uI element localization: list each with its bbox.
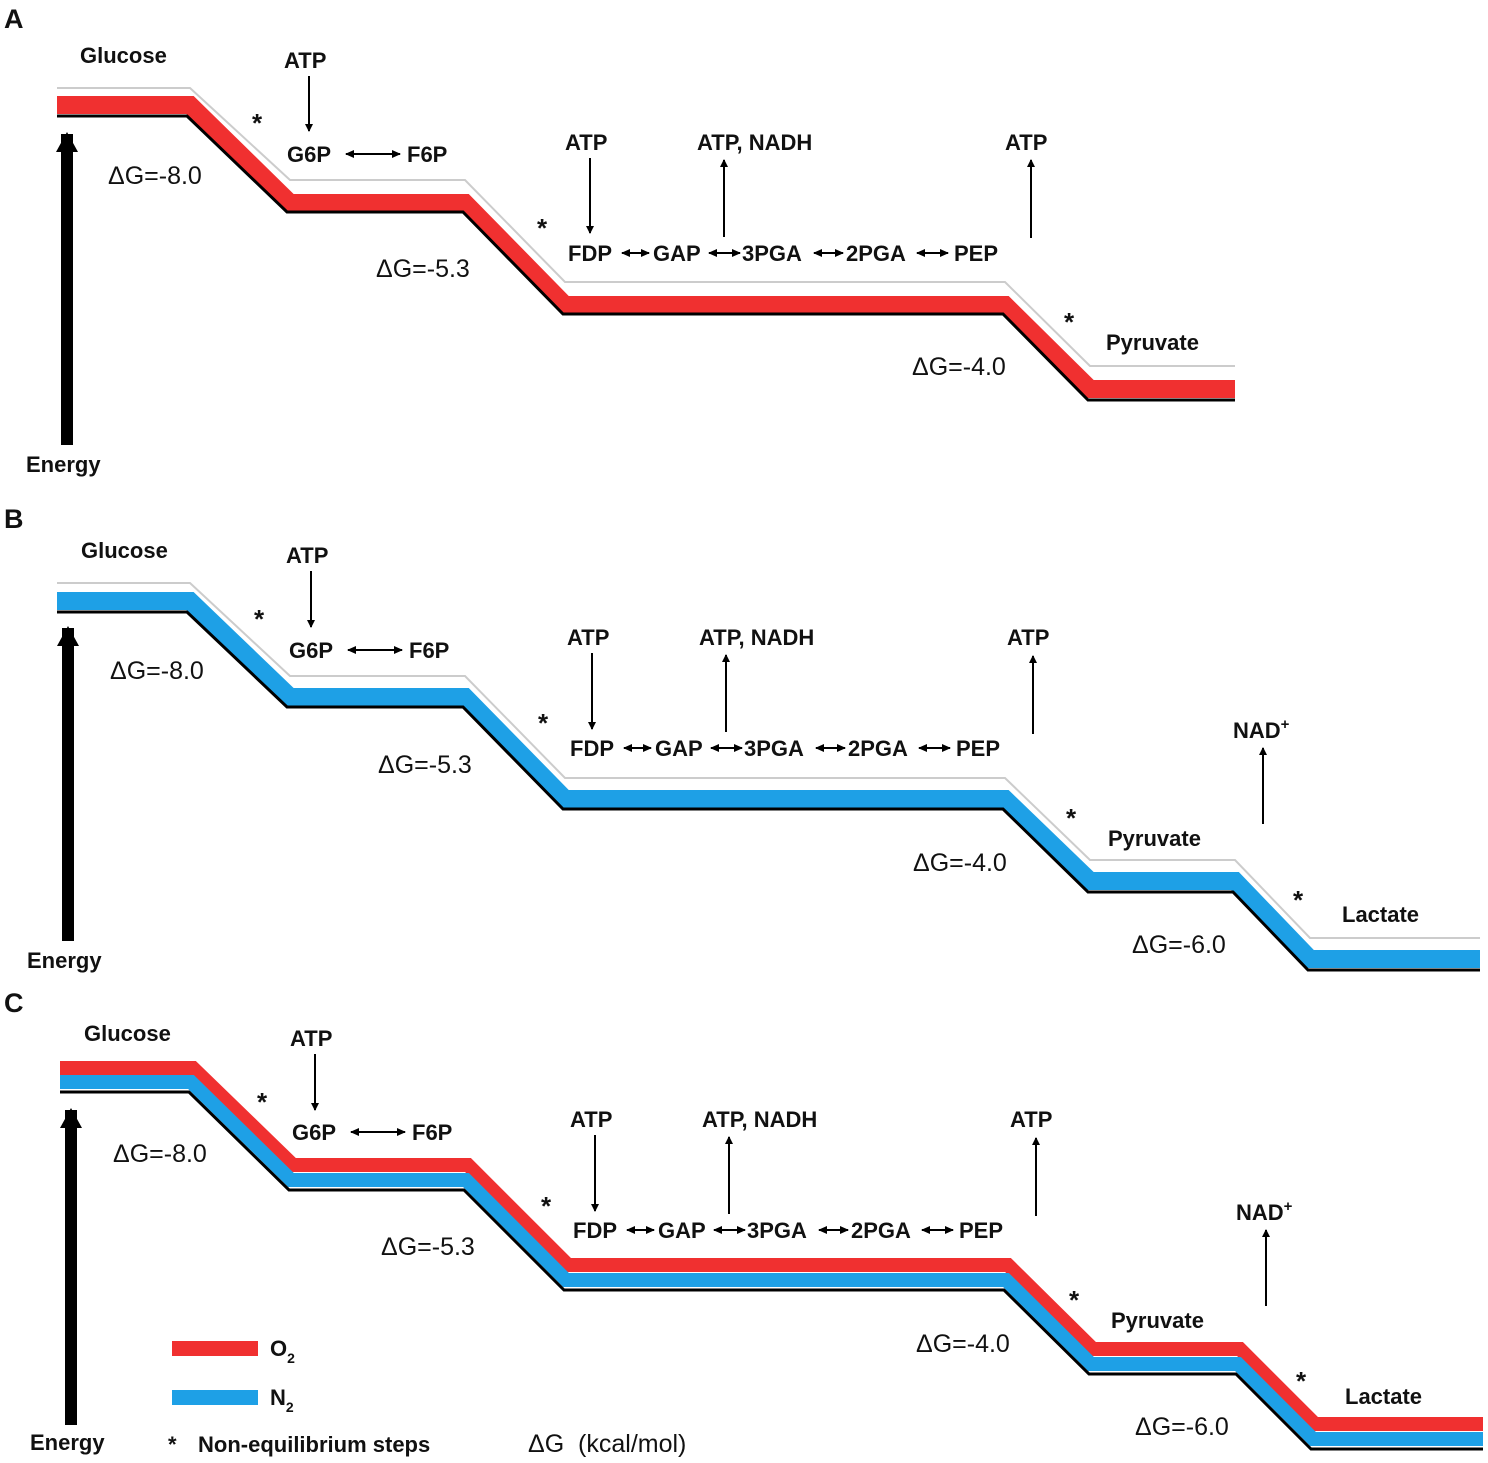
- pep-label: PEP: [954, 241, 998, 266]
- panel-b: B Energy Glucose ATP * G6P F6P ΔG=-8.0 A…: [4, 504, 1480, 973]
- pep-label: PEP: [959, 1218, 1003, 1243]
- delta-g-label: ΔG=-8.0: [110, 657, 204, 685]
- 2pga-label: 2PGA: [851, 1218, 911, 1243]
- 3pga-label: 3PGA: [742, 241, 802, 266]
- legend-swatch-o2: [172, 1341, 258, 1356]
- legend-swatch-n2: [172, 1390, 258, 1405]
- energy-staircase-combined: [60, 1061, 1483, 1451]
- pyruvate-label: Pyruvate: [1108, 826, 1201, 851]
- fdp-label: FDP: [568, 241, 612, 266]
- energy-label: Energy: [27, 948, 102, 973]
- delta-g-label: ΔG=-5.3: [378, 751, 472, 779]
- nad-label: NAD+: [1236, 1198, 1293, 1225]
- f6p-label: F6P: [409, 638, 449, 663]
- atp-input-label: ATP: [286, 543, 328, 568]
- nonequilibrium-marker: *: [1293, 885, 1304, 915]
- delta-g-label: ΔG=-4.0: [916, 1330, 1010, 1358]
- nonequilibrium-marker: *: [1296, 1366, 1307, 1396]
- glucose-label: Glucose: [84, 1021, 171, 1046]
- nonequilibrium-marker: *: [252, 108, 263, 138]
- delta-g-label: ΔG=-8.0: [108, 162, 202, 190]
- 3pga-label: 3PGA: [744, 736, 804, 761]
- n2-band: [60, 1075, 1483, 1446]
- energy-staircase-n2: [57, 582, 1480, 972]
- nonequilibrium-marker: *: [1069, 1285, 1080, 1315]
- nonequilibrium-marker: *: [538, 708, 549, 738]
- panel-a: A Energy Glucose ATP * G6P F6P ΔG=-8.0 A…: [4, 4, 1235, 477]
- legend: O2 N2 * Non-equilibrium steps ΔG (kcal/m…: [168, 1336, 686, 1458]
- panel-c: C Energy Glucose ATP * G6P F6P ΔG=-8.0 A…: [4, 988, 1483, 1458]
- legend-nonequilibrium: Non-equilibrium steps: [198, 1432, 430, 1457]
- f6p-label: F6P: [407, 142, 447, 167]
- nonequilibrium-marker: *: [537, 213, 548, 243]
- 2pga-label: 2PGA: [846, 241, 906, 266]
- legend-units: ΔG (kcal/mol): [528, 1430, 686, 1458]
- energy-staircase-o2: [57, 87, 1235, 402]
- energy-label: Energy: [30, 1430, 105, 1455]
- n2-band: [57, 592, 1480, 968]
- delta-g-label: ΔG=-6.0: [1135, 1413, 1229, 1441]
- atp-output-label: ATP: [1007, 625, 1049, 650]
- g6p-label: G6P: [287, 142, 331, 167]
- o2-band: [57, 96, 1235, 398]
- lactate-label: Lactate: [1345, 1384, 1422, 1409]
- 3pga-label: 3PGA: [747, 1218, 807, 1243]
- atp-input-label: ATP: [570, 1107, 612, 1132]
- pep-label: PEP: [956, 736, 1000, 761]
- panel-letter: B: [4, 504, 24, 534]
- g6p-label: G6P: [292, 1120, 336, 1145]
- atp-input-label: ATP: [284, 48, 326, 73]
- panel-letter: A: [4, 4, 24, 34]
- delta-g-label: ΔG=-5.3: [376, 255, 470, 283]
- o2-band: [60, 1061, 1483, 1431]
- nad-label: NAD+: [1233, 716, 1290, 743]
- pyruvate-label: Pyruvate: [1106, 330, 1199, 355]
- delta-g-label: ΔG=-5.3: [381, 1233, 475, 1261]
- delta-g-label: ΔG=-4.0: [913, 849, 1007, 877]
- nonequilibrium-marker: *: [1064, 307, 1075, 337]
- glucose-label: Glucose: [80, 43, 167, 68]
- energy-label: Energy: [26, 452, 101, 477]
- legend-label-n2: N2: [270, 1385, 294, 1415]
- nonequilibrium-marker: *: [257, 1087, 268, 1117]
- nonequilibrium-marker: *: [1066, 803, 1077, 833]
- gap-label: GAP: [655, 736, 703, 761]
- legend-label-o2: O2: [270, 1336, 295, 1366]
- gap-label: GAP: [653, 241, 701, 266]
- g6p-label: G6P: [289, 638, 333, 663]
- delta-g-label: ΔG=-4.0: [912, 353, 1006, 381]
- delta-g-label: ΔG=-8.0: [113, 1140, 207, 1168]
- atp-input-label: ATP: [565, 130, 607, 155]
- fdp-label: FDP: [570, 736, 614, 761]
- atp-output-label: ATP: [1005, 130, 1047, 155]
- atp-output-label: ATP: [1010, 1107, 1052, 1132]
- atp-nadh-label: ATP, NADH: [702, 1107, 817, 1132]
- nonequilibrium-marker: *: [541, 1191, 552, 1221]
- gap-label: GAP: [658, 1218, 706, 1243]
- f6p-label: F6P: [412, 1120, 452, 1145]
- 2pga-label: 2PGA: [848, 736, 908, 761]
- panel-letter: C: [4, 988, 24, 1018]
- atp-input-label: ATP: [567, 625, 609, 650]
- fdp-label: FDP: [573, 1218, 617, 1243]
- atp-nadh-label: ATP, NADH: [697, 130, 812, 155]
- lactate-label: Lactate: [1342, 902, 1419, 927]
- legend-star: *: [168, 1432, 177, 1457]
- delta-g-label: ΔG=-6.0: [1132, 931, 1226, 959]
- atp-nadh-label: ATP, NADH: [699, 625, 814, 650]
- glucose-label: Glucose: [81, 538, 168, 563]
- nonequilibrium-marker: *: [254, 604, 265, 634]
- pyruvate-label: Pyruvate: [1111, 1308, 1204, 1333]
- atp-input-label: ATP: [290, 1026, 332, 1051]
